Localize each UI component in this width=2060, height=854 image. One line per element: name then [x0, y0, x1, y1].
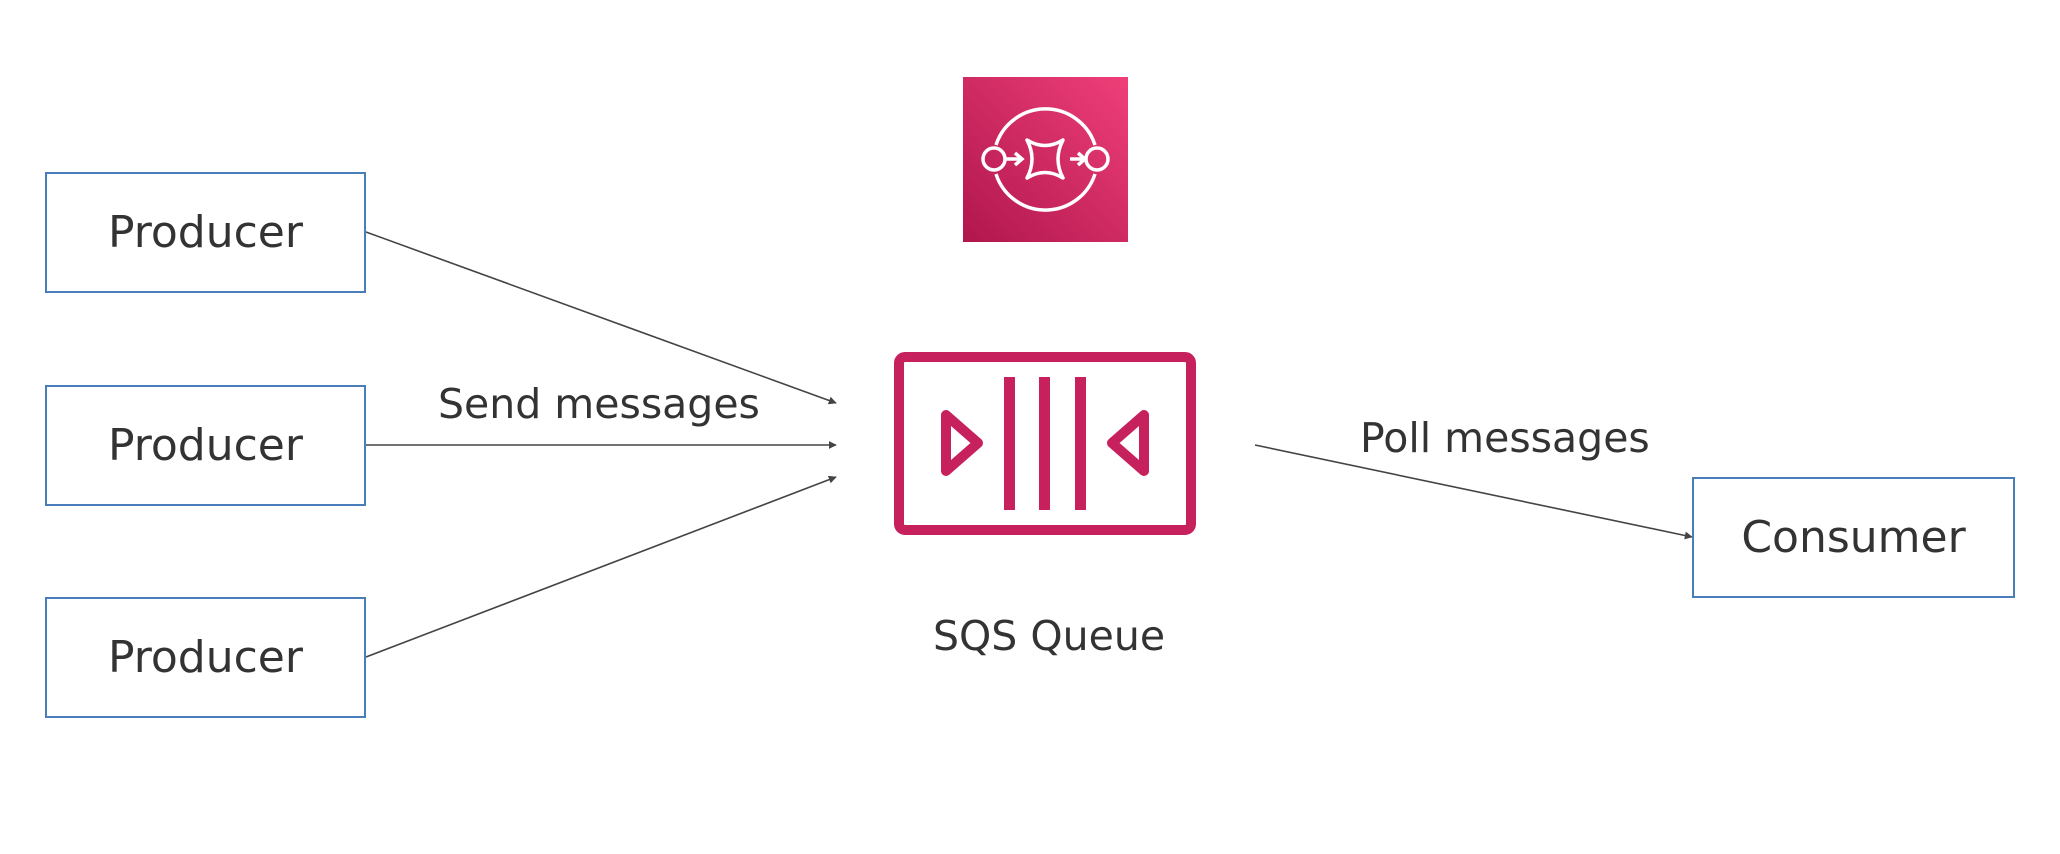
sqs-queue-label: SQS Queue	[933, 612, 1166, 660]
producer-label: Producer	[108, 632, 303, 683]
producer-box-1: Producer	[45, 172, 366, 293]
sqs-queue-icon	[894, 352, 1196, 535]
arrow-producer-3-to-queue	[365, 475, 837, 658]
poll-messages-label: Poll messages	[1360, 414, 1650, 462]
amazon-sqs-icon	[963, 77, 1128, 242]
producer-label: Producer	[108, 420, 303, 471]
consumer-box: Consumer	[1692, 477, 2015, 598]
consumer-label: Consumer	[1741, 512, 1966, 563]
send-messages-label: Send messages	[438, 380, 760, 428]
arrow-queue-to-consumer	[1254, 444, 1693, 540]
producer-box-3: Producer	[45, 597, 366, 718]
arrow-producer-1-to-queue	[365, 231, 837, 405]
producer-box-2: Producer	[45, 385, 366, 506]
producer-label: Producer	[108, 207, 303, 258]
